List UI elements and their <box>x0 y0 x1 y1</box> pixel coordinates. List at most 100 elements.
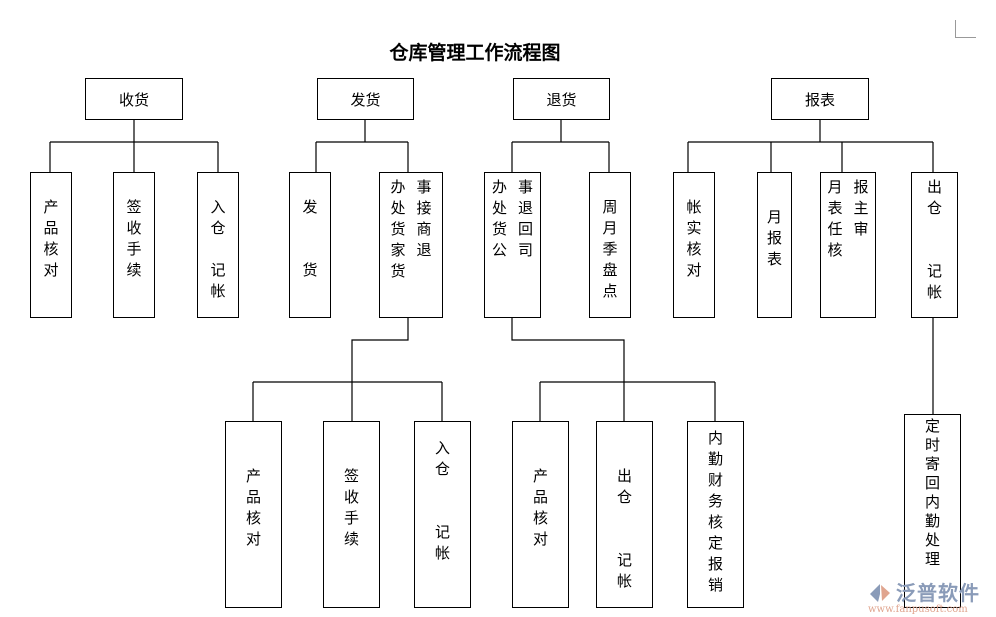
box-char: 续 <box>343 530 359 548</box>
connector <box>49 120 219 172</box>
text-column: 产品核对 <box>43 197 59 317</box>
box-char: 主 <box>853 199 869 217</box>
flow-box-p4a: 定时寄回内勤处理 <box>904 414 961 608</box>
text-column: 产品核对 <box>533 466 549 607</box>
connector <box>511 317 716 421</box>
box-char: 销 <box>707 576 723 594</box>
text-column: 月表任核 <box>827 177 843 317</box>
box-char: 月 <box>766 208 782 226</box>
box-char: 对 <box>686 261 702 279</box>
box-char: 入 <box>210 198 226 216</box>
box-char: 核 <box>245 509 261 527</box>
box-char: 季 <box>602 240 618 258</box>
box-char: 出 <box>616 467 632 485</box>
box-char <box>210 239 226 260</box>
flow-box-s2b: 签收手续 <box>323 421 380 608</box>
page-corner-mark <box>955 20 976 38</box>
text-column: 周月季盘点 <box>602 197 618 317</box>
box-char: 记 <box>210 261 226 279</box>
connector <box>511 120 610 172</box>
text-column: 事接商退 <box>416 177 432 317</box>
box-char: 货 <box>390 262 406 280</box>
fanpu-logo: 泛普软件 www.fanpusoft.com <box>866 582 994 617</box>
box-char: 帐 <box>926 283 942 301</box>
connector <box>687 120 934 172</box>
box-char: 处 <box>924 531 940 549</box>
box-char: 退 <box>416 241 432 259</box>
box-char: 产 <box>43 198 59 216</box>
box-char: 品 <box>532 488 548 506</box>
box-char <box>302 239 318 260</box>
connector <box>315 120 409 172</box>
box-char: 仓 <box>616 488 632 506</box>
flow-box-t1c: 内勤财务核定报销 <box>687 421 744 608</box>
box-char: 发 <box>302 198 318 216</box>
box-char: 对 <box>43 261 59 279</box>
flow-box-s2a: 产品核对 <box>225 421 282 608</box>
box-char: 品 <box>43 219 59 237</box>
flow-box-p2: 月报表 <box>757 172 792 318</box>
box-char: 帐 <box>434 544 450 562</box>
flow-box-t2: 周月季盘点 <box>589 172 631 318</box>
box-char: 帐 <box>210 282 226 300</box>
box-char: 理 <box>924 550 940 568</box>
box-char: 签 <box>343 467 359 485</box>
box-char: 手 <box>343 509 359 527</box>
flow-box-p1: 帐实核对 <box>673 172 715 318</box>
flow-box-label: 报表 <box>804 90 835 109</box>
box-char: 货 <box>390 220 406 238</box>
box-char <box>927 240 943 261</box>
text-column: 入仓记帐 <box>435 438 451 607</box>
box-char: 续 <box>126 261 142 279</box>
box-char: 报 <box>853 178 869 196</box>
box-char: 记 <box>616 551 632 569</box>
box-char: 任 <box>827 220 843 238</box>
flow-box-label: 发货 <box>350 90 381 109</box>
box-char: 司 <box>517 241 533 259</box>
flow-box-r3: 入仓记帐 <box>197 172 239 318</box>
box-char: 勤 <box>924 512 940 530</box>
box-char: 对 <box>245 530 261 548</box>
box-char: 月 <box>602 219 618 237</box>
logo-url: www.fanpusoft.com <box>868 604 968 615</box>
text-column: 报主审 <box>853 177 869 317</box>
text-column: 办处货家货 <box>390 177 406 317</box>
box-char: 回 <box>517 220 533 238</box>
box-char: 回 <box>924 474 940 492</box>
text-column: 月报表 <box>767 207 783 317</box>
flow-box-s2c: 入仓记帐 <box>414 421 471 608</box>
box-char: 审 <box>853 220 869 238</box>
box-char: 商 <box>416 220 432 238</box>
box-char: 实 <box>686 219 702 237</box>
box-char: 退 <box>517 199 533 217</box>
box-char: 核 <box>532 509 548 527</box>
text-column: 签收手续 <box>344 466 360 607</box>
box-char <box>617 508 633 529</box>
flow-box-receive: 收货 <box>85 78 183 120</box>
flow-box-p3: 月表任核报主审 <box>820 172 876 318</box>
logo-name: 泛普软件 <box>896 581 980 605</box>
box-char: 时 <box>924 436 940 454</box>
box-char: 货 <box>302 261 318 279</box>
box-char: 事 <box>517 178 533 196</box>
box-char: 内 <box>707 429 723 447</box>
box-char <box>302 218 318 239</box>
box-char <box>435 480 451 501</box>
flow-box-t1a: 产品核对 <box>512 421 569 608</box>
box-char: 帐 <box>686 198 702 216</box>
text-column: 办处货公 <box>492 177 508 317</box>
box-char: 周 <box>602 198 618 216</box>
box-char: 表 <box>766 250 782 268</box>
box-char: 对 <box>532 530 548 548</box>
text-column: 签收手续 <box>126 197 142 317</box>
box-char: 处 <box>491 199 507 217</box>
diagram-title: 仓库管理工作流程图 <box>389 42 561 64</box>
flow-box-s2: 办处货家货事接商退 <box>379 172 443 318</box>
box-char: 财 <box>707 471 723 489</box>
text-column: 出仓记帐 <box>617 466 633 607</box>
box-char: 核 <box>43 240 59 258</box>
flow-box-return: 退货 <box>513 78 610 120</box>
box-char: 报 <box>766 229 782 247</box>
flow-box-p4: 出仓记帐 <box>911 172 958 318</box>
